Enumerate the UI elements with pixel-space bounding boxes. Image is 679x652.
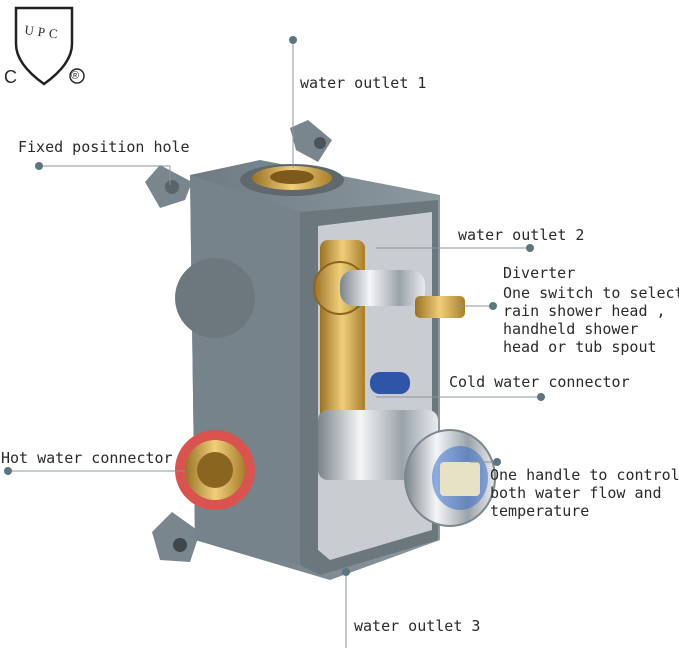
c-mark: C [4,67,17,87]
knockout-plug [175,258,255,338]
diverter-chrome [340,270,425,306]
label-water-outlet-1: water outlet 1 [300,74,427,92]
label-water-outlet-3: water outlet 3 [354,617,481,635]
handle-spindle [440,462,480,496]
label-handle-desc-2: both water flow and [490,484,662,502]
registered-circle [69,68,85,84]
label-cold-water-connector: Cold water connector [449,373,630,391]
label-fixed-position-hole: Fixed position hole [18,138,190,156]
hot-water-thread [197,452,233,488]
cold-water-tube [370,372,410,394]
label-diverter-desc-3: handheld shower [503,320,639,338]
mounting-ear-bottom [152,512,200,562]
registered-mark: ® [71,70,80,82]
outlet-1-thread [270,170,314,184]
leader-lines [8,40,541,648]
label-diverter-title: Diverter [503,264,576,282]
label-handle-desc-3: temperature [490,502,590,520]
mount-hole [165,180,179,194]
label-diverter-desc-1: One switch to select [503,284,679,302]
label-diverter-desc-2: rain shower head , [503,302,666,320]
mount-screw-icon [314,137,326,149]
label-hot-water-connector: Hot water connector [1,449,173,467]
label-handle-desc-1: One handle to control [490,466,679,484]
upc-certification-mark [14,6,85,86]
mounting-ear-top [290,120,332,162]
diverter-stem [415,296,465,318]
leader-dots [4,36,545,576]
mount-screw-icon [173,538,187,552]
shield-icon [14,6,74,86]
label-water-outlet-2: water outlet 2 [458,226,585,244]
label-diverter-desc-4: head or tub spout [503,338,657,356]
